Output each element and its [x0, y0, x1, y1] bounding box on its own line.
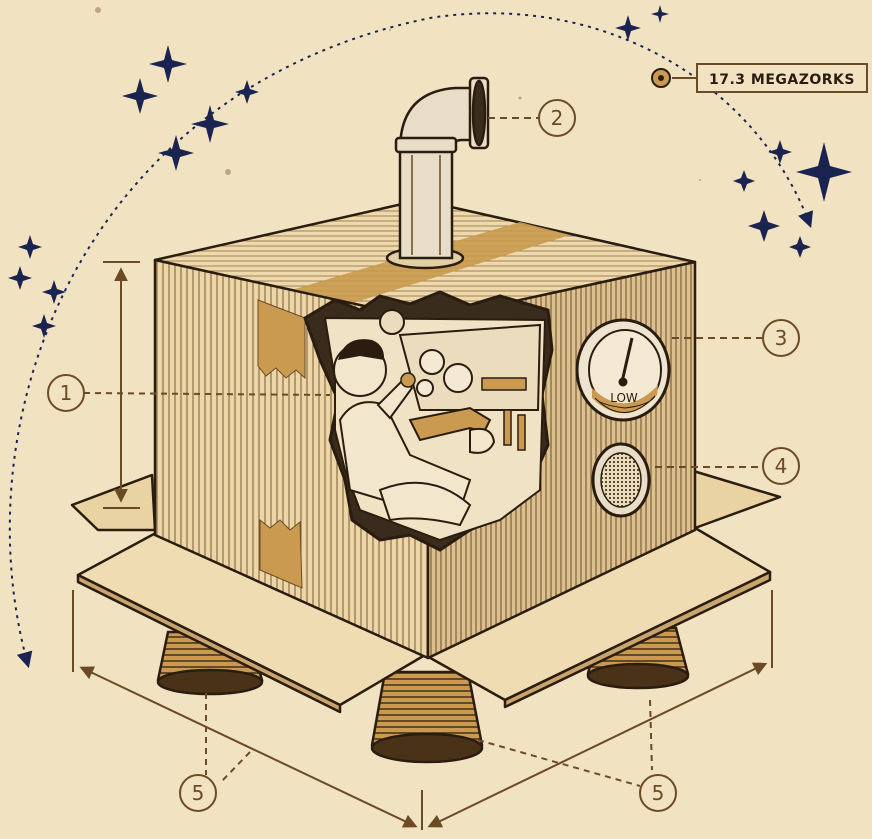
callout-2: 2 — [539, 100, 575, 136]
dial-icon — [420, 350, 444, 374]
star-icon — [122, 78, 158, 114]
throttle-lever — [504, 410, 511, 445]
star-icon — [149, 45, 187, 83]
star-icon — [651, 5, 669, 23]
star-icon — [768, 140, 792, 164]
callout-4: 4 — [763, 448, 799, 484]
callout-number: 3 — [775, 326, 788, 350]
fuel-gauge: LOW — [577, 320, 669, 420]
gauge-label: LOW — [610, 391, 638, 405]
callout-5-right: 5 — [640, 775, 676, 811]
star-icon — [733, 170, 755, 192]
star-icon — [748, 210, 780, 242]
flap-right-back — [690, 470, 780, 528]
callout-number: 4 — [775, 454, 788, 478]
callout-number: 2 — [551, 106, 564, 130]
star-icon — [191, 105, 229, 143]
callout-number: 1 — [60, 381, 73, 405]
callout-number: 5 — [192, 781, 205, 805]
readout-value: 17.3 — [709, 72, 746, 88]
readout-strip — [482, 378, 526, 390]
vent-grille — [593, 444, 649, 516]
star-icon — [235, 80, 259, 104]
star-icon — [18, 235, 42, 259]
flap-left-back — [72, 475, 155, 530]
callout-3: 3 — [763, 320, 799, 356]
orbit-marker — [652, 69, 697, 87]
dial-icon — [417, 380, 433, 396]
throttle-lever — [518, 415, 525, 450]
star-icon — [42, 280, 66, 304]
svg-text:17.3 MEGAZORKS: 17.3 MEGAZORKS — [709, 72, 855, 88]
star-icon — [789, 236, 811, 258]
megazorks-readout: 17.3 MEGAZORKS — [697, 64, 867, 92]
star-icon — [796, 142, 852, 202]
callout-number: 5 — [652, 781, 665, 805]
star-icon — [158, 135, 194, 171]
callout-1: 1 — [48, 375, 84, 411]
callout-5-left: 5 — [180, 775, 216, 811]
dial-icon — [444, 364, 472, 392]
periscope-icon — [380, 310, 404, 334]
readout-unit: MEGAZORKS — [751, 72, 855, 88]
star-icon — [8, 266, 32, 290]
